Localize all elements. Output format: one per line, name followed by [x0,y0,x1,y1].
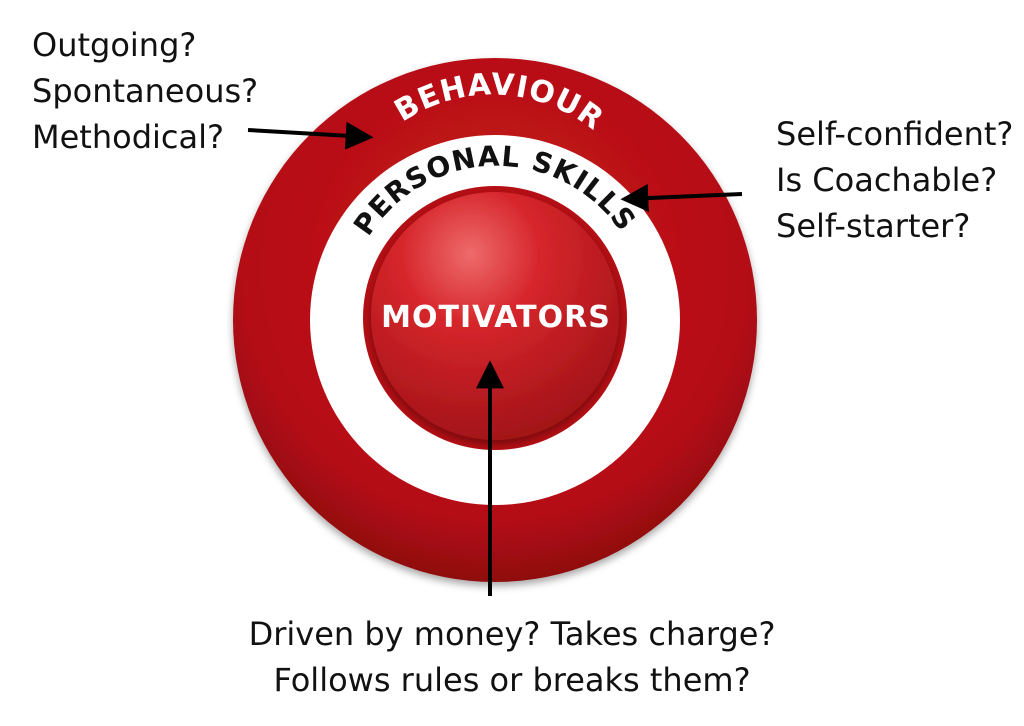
behaviour-questions: Outgoing? Spontaneous? Methodical? [32,22,258,160]
motivators-question: Driven by money? Takes charge? [248,615,776,653]
behaviour-question: Spontaneous? [32,72,259,110]
behaviour-question: Outgoing? [32,26,197,64]
motivators-label: MOTIVATORS [381,300,611,335]
skills-arrow [620,184,743,213]
center-circle [371,192,619,440]
skills-question: Is Coachable? [776,161,998,199]
motivators-question: Follows rules or breaks them? [273,661,751,699]
skills-question: Self-starter? [776,207,971,245]
motivators-questions: Driven by money? Takes charge? Follows r… [212,611,812,703]
behaviour-question: Methodical? [32,118,224,156]
skills-questions: Self-confident? Is Coachable? Self-start… [776,111,1013,249]
behaviour-arrow [247,121,374,150]
skills-question: Self-confident? [776,115,1014,153]
